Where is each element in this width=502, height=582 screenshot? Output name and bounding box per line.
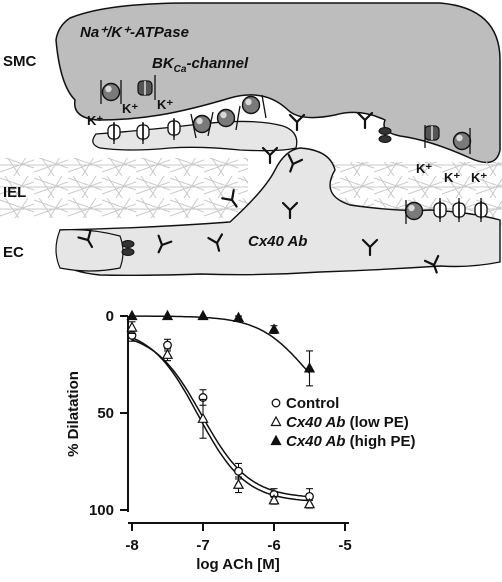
bk-channel-icon: [424, 125, 440, 141]
label-cx40-ab: Cx40 Ab: [248, 233, 307, 250]
ec-cell-left: [55, 229, 124, 272]
y-tick-label: 0: [106, 308, 114, 325]
svg-text:K⁺: K⁺: [87, 113, 103, 128]
data-point-series-2: [197, 309, 209, 321]
data-point-series-1: [126, 321, 138, 332]
k-ion-labels: K⁺ K⁺ K⁺ K⁺ K⁺ K⁺: [87, 97, 487, 185]
sphere-pump-icon: [452, 131, 472, 151]
sphere-pump-icon: [241, 95, 261, 115]
svg-text:K⁺: K⁺: [122, 101, 138, 116]
iel-left: [0, 158, 248, 218]
legend-marker: [271, 398, 281, 408]
x-tick-label: -6: [267, 537, 280, 554]
sphere-pump-icon: [216, 108, 236, 128]
gap-junction-icon: [378, 127, 392, 143]
label-bk-channel: BKCa-channel: [152, 55, 249, 75]
y-axis-title: % Dilatation: [65, 371, 82, 457]
label-iel: IEL: [3, 184, 26, 201]
data-point-series-1: [197, 412, 209, 423]
label-pump: Na⁺/K⁺-ATPase: [80, 24, 189, 41]
k-arrow-icon: [100, 75, 482, 224]
data-point-series-1: [303, 497, 316, 509]
dose-response-chart: % Dilatation log ACh [M] -8-7-6-5050100 …: [65, 308, 415, 573]
svg-text:K⁺: K⁺: [157, 97, 173, 112]
data-point-series-1: [232, 478, 245, 489]
legend-marker: [270, 434, 282, 446]
x-axis-title: log ACh [M]: [196, 556, 280, 573]
fit-curve-series-2: [132, 315, 311, 374]
smc-cell: [55, 2, 501, 164]
data-point-series-2: [232, 311, 245, 323]
bk-channel-icon: [137, 80, 153, 96]
data-point-series-1: [268, 494, 280, 505]
data-point-series-2: [268, 323, 280, 334]
fit-curve-series-0: [131, 339, 310, 498]
data-point-series-2: [126, 309, 138, 321]
sphere-pump-icon: [404, 201, 424, 221]
x-tick-label: -7: [196, 537, 209, 554]
legend-label: Cx40 Ab (high PE): [286, 433, 415, 450]
x-tick-label: -8: [125, 537, 138, 554]
sphere-pump-icon: [101, 82, 121, 102]
label-ec: EC: [3, 244, 24, 261]
svg-text:K⁺: K⁺: [444, 170, 460, 185]
y-tick-label: 50: [97, 405, 114, 422]
label-smc: SMC: [3, 53, 37, 70]
legend-label: Cx40 Ab (low PE): [286, 414, 409, 431]
schematic: SMC IEL EC Na⁺/K⁺-ATPase BKCa-channel Cx…: [0, 2, 502, 277]
data-point-series-2: [303, 362, 316, 373]
sphere-pump-icon: [192, 114, 212, 134]
data-point-series-2: [161, 309, 174, 321]
data-point-series-0: [234, 466, 243, 476]
data-point-series-1: [161, 348, 174, 359]
svg-text:K⁺: K⁺: [471, 170, 487, 185]
legend-label: Control: [286, 395, 339, 412]
x-tick-label: -5: [338, 537, 351, 554]
fit-curve-series-1: [131, 337, 310, 502]
svg-text:K⁺: K⁺: [416, 161, 432, 176]
legend-marker: [270, 415, 282, 427]
data-point-series-0: [163, 340, 172, 350]
y-tick-label: 100: [89, 502, 114, 519]
